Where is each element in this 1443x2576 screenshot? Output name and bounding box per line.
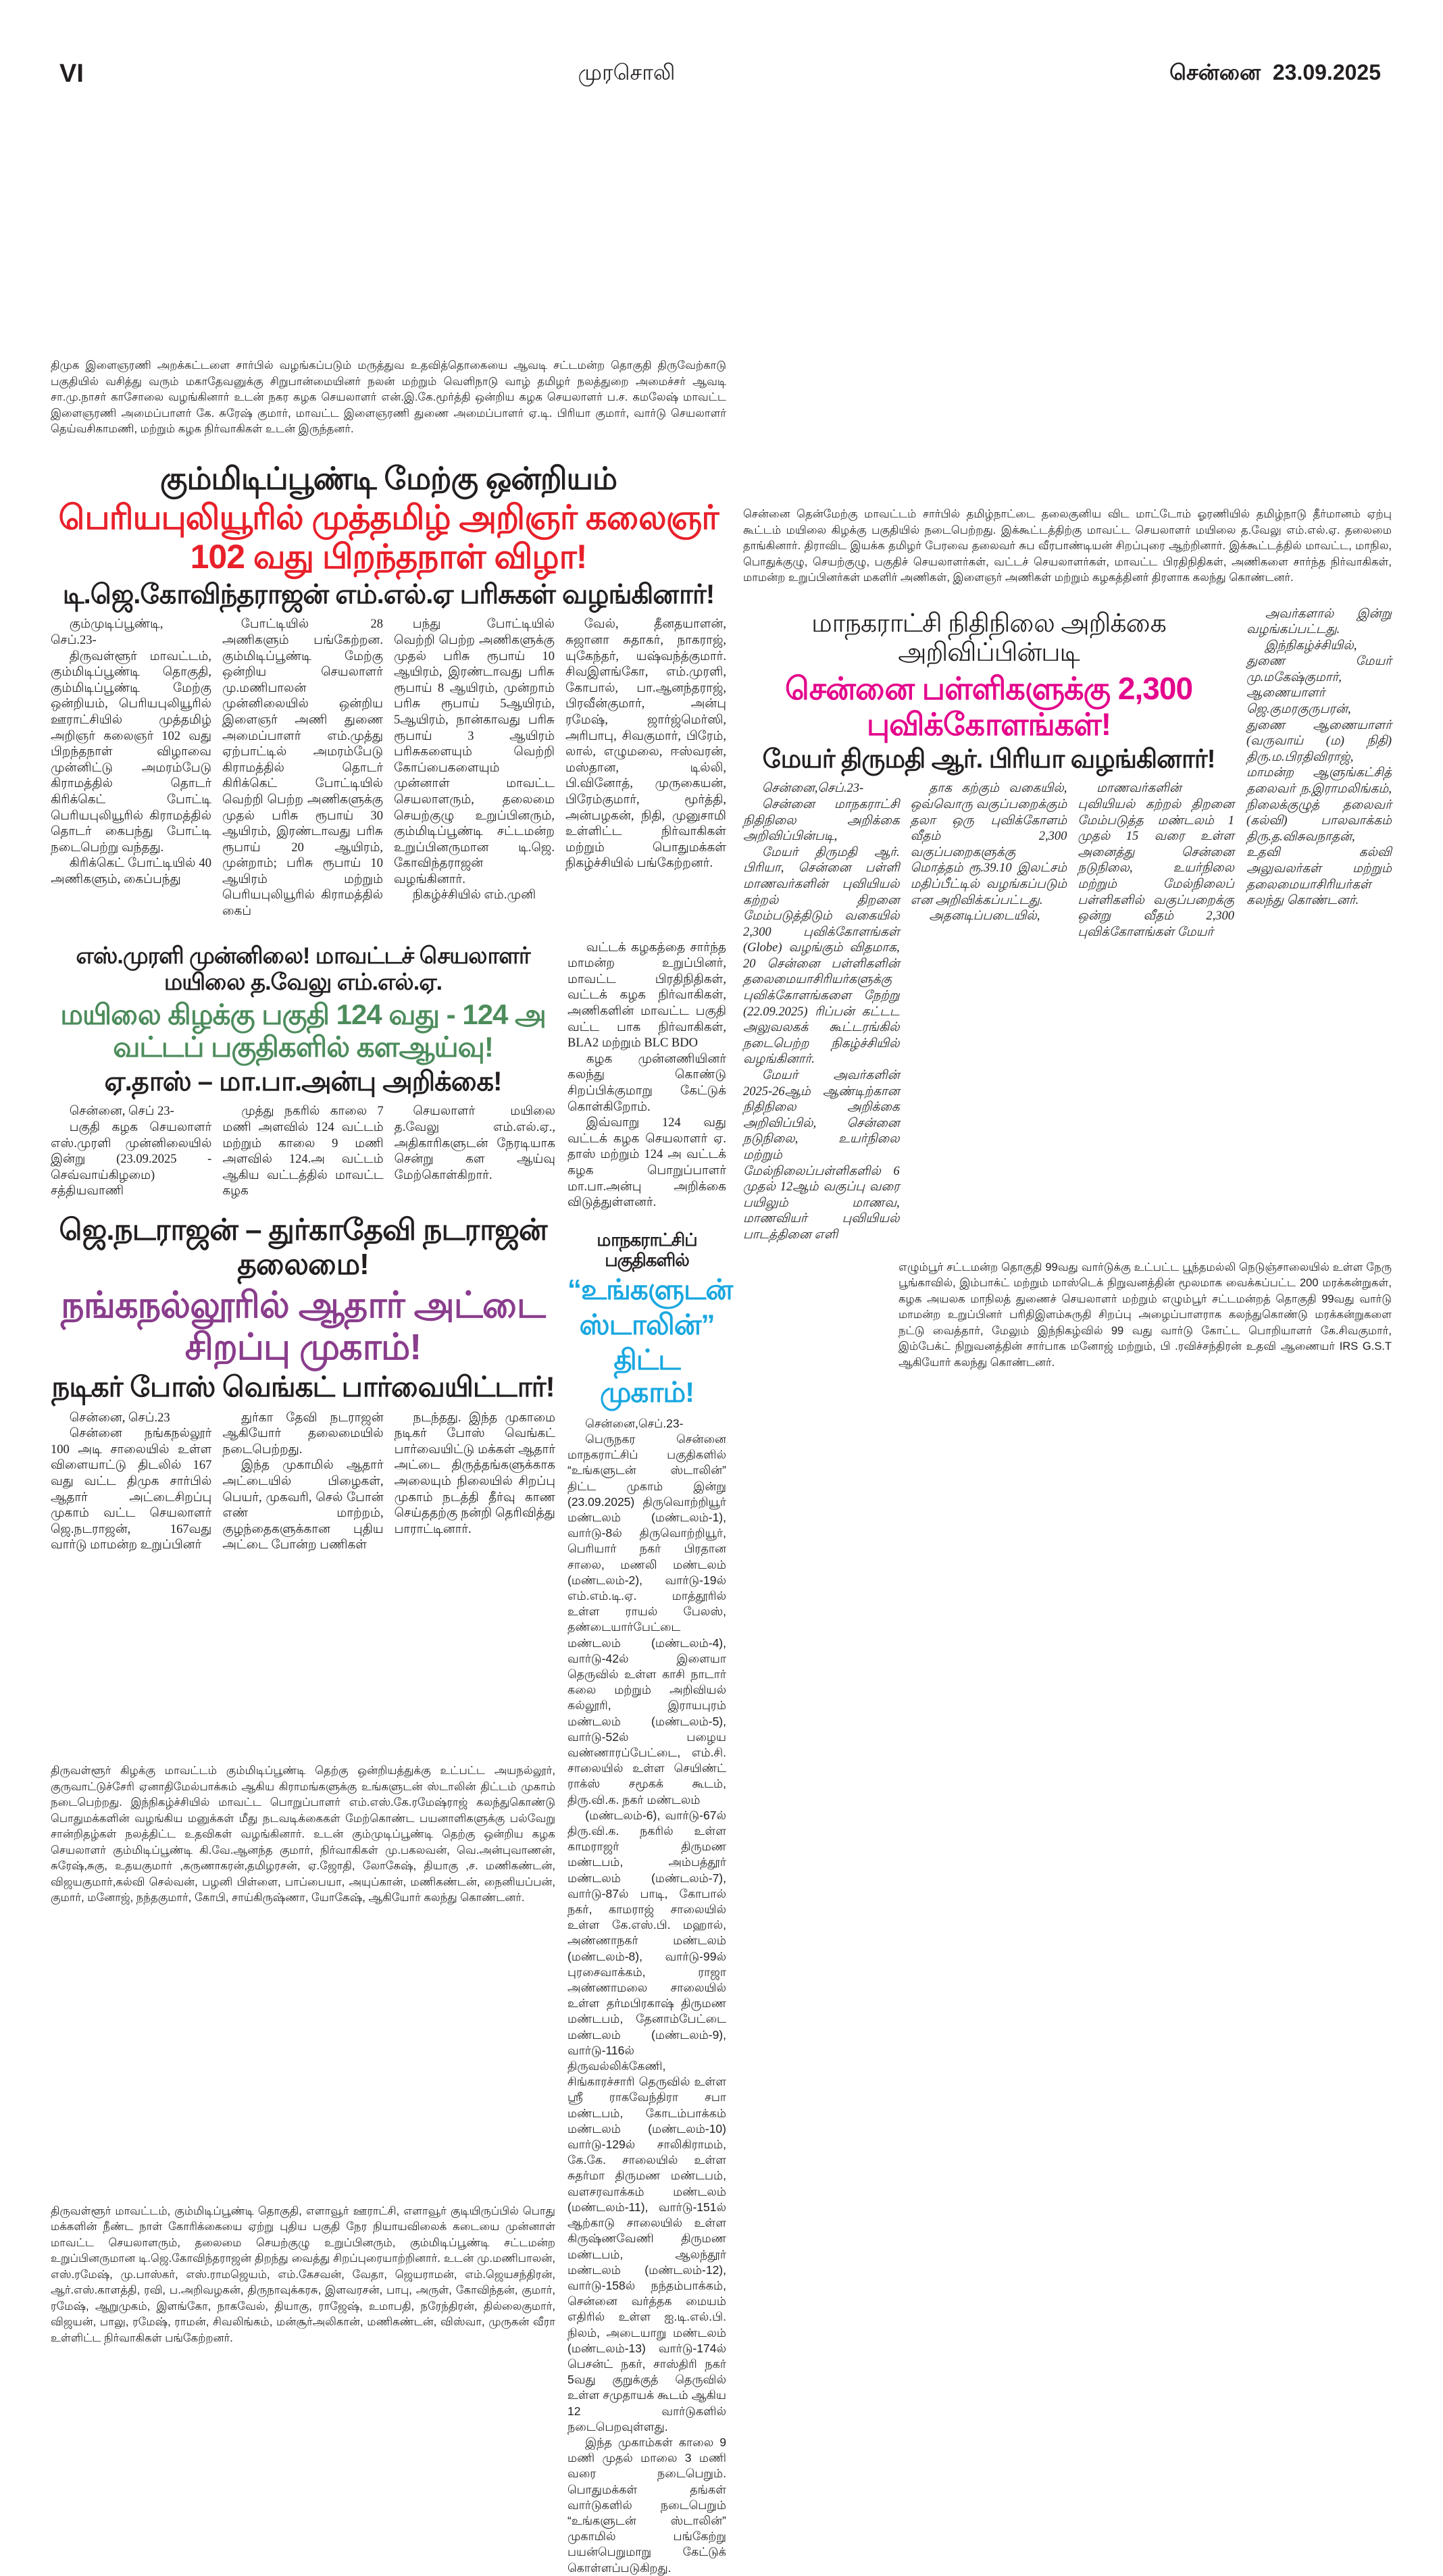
paragraph: இந்நிகழ்ச்சியில், துணை மேயர் மு.மகேஷ்கும… (1246, 638, 1392, 908)
paragraph: சென்னை,செப்.23- (585, 1416, 684, 1430)
paragraph: திருவள்ளூர் மாவட்டம், கும்மிடிப்பூண்டி த… (51, 649, 211, 855)
paragraph: அவர்களால் இன்று வழங்கப்பட்டது. (1246, 607, 1392, 637)
paragraph: இந்த முகாம்கள் காலை 9 மணி முதல் மாலை 3 ம… (567, 2435, 726, 2575)
paragraph: பெருநகர சென்னை மாநகராட்சிப் பகுதிகளில் “… (567, 1432, 726, 1807)
paragraph: சென்னை, செப்.23 (69, 1411, 170, 1425)
story3: ஜெ.நடராஜன் – துர்காதேவி நடராஜன் தலைமை! ந… (51, 1211, 555, 1554)
paragraph: தாக கற்கும் வகையில், ஒவ்வொரு வகுப்பறைக்க… (910, 782, 1067, 907)
city: சென்னை (1169, 59, 1261, 84)
paragraph: மேயர் திருமதி ஆர். பிரியா, சென்னை பள்ளி … (743, 845, 900, 1067)
paragraph: பகுதி கழக செயலாளர் எஸ்.முரளி முன்னிலையில… (51, 1121, 212, 1198)
photo-caption: திருவள்ளூர் கிழக்கு மாவட்டம் கும்மிடிப்ப… (51, 1765, 555, 1904)
story5-kicker: மாநகராட்சி நிதிநிலை அறிக்கை அறிவிப்பின்ப… (811, 609, 1167, 667)
photo-caption: திமுக இளைஞரணி அறக்கட்டளை சார்பில் வழங்கப… (51, 359, 726, 435)
story2-kicker: எஸ்.முரளி முன்னிலை! மாவட்டச் செயலாளர் மய… (76, 942, 530, 995)
paragraph: இவ்வாறு 124 வது வட்டக் கழக செயலாளர் ஏ. த… (567, 1116, 726, 1210)
paragraph: மேயர் அவர்களின் 2025-26ஆம் ஆண்டிற்கான நி… (743, 1069, 900, 1242)
story3-column: சென்னை, செப்.23 சென்னை நங்கநல்லூர் 100 அட… (51, 1411, 211, 1554)
story5-column: தாக கற்கும் வகையில், ஒவ்வொரு வகுப்பறைக்க… (911, 781, 1067, 924)
paragraph: நிகழ்ச்சியில் எம்.முனி (412, 888, 536, 903)
photo (51, 1913, 555, 2197)
story3-subheadline: நடிகர் போஸ் வெங்கட் பார்வையிட்டார்! (51, 1371, 555, 1403)
story4-headline-line1: “உங்களுடன் (567, 1273, 733, 1305)
paragraph: சென்னை மாநகராட்சி நிதிநிலை அறிக்கை அறிவி… (743, 797, 900, 844)
story2-headline: மயிலை கிழக்கு பகுதி 124 வது - 124 அ வட்ட… (60, 998, 547, 1063)
story5-column: சென்னை,செப்.23-சென்னை மாநகராட்சி நிதிநில… (743, 781, 900, 1243)
photo-caption: எழும்பூர் சட்டமன்ற தொகுதி 99வது வார்டுக்… (898, 1261, 1392, 1369)
photo (51, 1554, 555, 1757)
paragraph: போட்டியில் 28 அணிகளும் பங்கேற்றன. கும்மி… (222, 617, 383, 919)
story1-subheadline: டி.ஜெ.கோவிந்தராஜன் எம்.எல்.ஏ பரிசுகள் வழ… (62, 580, 715, 610)
paragraph: பந்து போட்டியில் வெற்றி பெற்ற அணிகளுக்கு… (394, 617, 555, 886)
story4-kicker: மாநகராட்சிப் பகுதிகளில் (597, 1229, 697, 1270)
paragraph: வட்டக் கழகத்தை சார்ந்த மாமன்ற உறுப்பினர்… (567, 940, 726, 1051)
story1-column: வேல், தீனதயாளன், சுஜானா சுதாகர், நாகராஜ்… (565, 617, 726, 872)
page-header: VI முரசொலி சென்னை 23.09.2025 (59, 57, 1381, 91)
right-half: சென்னை தென்மேற்கு மாவட்டம் சார்பில் தமிழ… (743, 95, 1392, 1378)
paragraph: (மண்டலம்-6), வார்டு-67ல் திரு.வி.க. நகரி… (567, 1808, 726, 2433)
story5-column: அவர்களால் இன்று வழங்கப்பட்டது.இந்நிகழ்ச்… (1246, 607, 1392, 909)
photo-caption: சென்னை தென்மேற்கு மாவட்டம் சார்பில் தமிழ… (743, 508, 1392, 584)
story1-headline: பெரியபுலியூரில் முத்தமிழ் அறிஞர் கலைஞர் … (58, 499, 719, 576)
story2-subheadline: ஏ.தாஸ் – மா.பா.அன்பு அறிக்கை! (104, 1067, 503, 1097)
story4: மாநகராட்சிப் பகுதிகளில் “உங்களுடன் ஸ்டால… (567, 1228, 733, 2576)
story3-headline: நங்கநல்லூரில் ஆதார் அட்டை சிறப்பு முகாம்… (61, 1285, 546, 1368)
paragraph: துர்கா தேவி நடராஜன் ஆகியோர் தலைமையில் நட… (222, 1411, 384, 1457)
story5: மாநகராட்சி நிதிநிலை அறிக்கை அறிவிப்பின்ப… (743, 607, 1392, 1244)
story1-column: பந்து போட்டியில் வெற்றி பெற்ற அணிகளுக்கு… (394, 617, 555, 904)
photo-caption: திருவள்ளூர் மாவட்டம், கும்மிடிப்பூண்டி த… (51, 2204, 555, 2344)
story4-column: சென்னை,செப்.23- பெருநகர சென்னை மாநகராட்சி… (567, 1416, 726, 2576)
paragraph: கும்முடிப்பூண்டி, செப்.23- (51, 617, 163, 647)
masthead-title: முரசொலி (578, 59, 676, 84)
paragraph: கழக முன்னணியினர் கலந்து கொண்டு சிறப்பிக்… (567, 1052, 726, 1114)
paragraph: சென்னை நங்கநல்லூர் 100 அடி சாலையில் உள்ள… (51, 1427, 212, 1552)
story1-kicker: கும்மிடிப்பூண்டி மேற்கு ஒன்றியம் (159, 460, 617, 496)
paragraph: நடந்தது. இந்த முகாமை நடிகர் போஸ் வெங்கட்… (394, 1411, 555, 1536)
story3-column: நடந்தது. இந்த முகாமை நடிகர் போஸ் வெங்கட்… (395, 1411, 555, 1538)
paragraph: மாணவர்களின் புவியியல் கற்றல் திறனை மேம்ப… (1078, 782, 1234, 939)
paragraph: கிரிக்கெட் போட்டியில் 40 அணிகளும், கைப்ப… (51, 857, 211, 886)
story2: எஸ்.முரளி முன்னிலை! மாவட்டச் செயலாளர் மய… (51, 940, 555, 1200)
paragraph: செயலாளர் மயிலை த.வேலு எம்.எல்.ஏ., அதிகார… (394, 1105, 555, 1182)
paragraph: சென்னை, செப் 23- (69, 1105, 174, 1119)
left-half: திமுக இளைஞரணி அறக்கட்டளை சார்பில் வழங்கப… (51, 95, 733, 2576)
story3-kicker: ஜெ.நடராஜன் – துர்காதேவி நடராஜன் தலைமை! (59, 1213, 547, 1281)
paragraph: முத்து நகரில் காலை 7 மணி அளவில் 124 வட்ட… (222, 1105, 384, 1198)
story5-headline: சென்னை பள்ளிகளுக்கு 2,300 புவிக்கோளங்கள்… (784, 670, 1193, 742)
story1-column: கும்முடிப்பூண்டி, செப்.23-திருவள்ளூர் மா… (51, 617, 211, 888)
story1-column: போட்டியில் 28 அணிகளும் பங்கேற்றன. கும்மி… (222, 617, 383, 919)
story4-headline-line2: ஸ்டாலின்” (579, 1308, 715, 1340)
story4-headline-line3: திட்ட முகாம்! (599, 1344, 694, 1409)
story5-column: மாணவர்களின் புவியியல் கற்றல் திறனை மேம்ப… (1078, 781, 1234, 940)
paragraph: இந்த முகாமில் ஆதார் அட்டையில் பிழைகள், ப… (222, 1459, 384, 1552)
paragraph: வேல், தீனதயாளன், சுஜானா சுதாகர், நாகராஜ்… (565, 617, 726, 871)
page-number: VI (59, 59, 84, 88)
story1: கும்மிடிப்பூண்டி மேற்கு ஒன்றியம் பெரியபு… (51, 458, 726, 920)
story2-column: செயலாளர் மயிலை த.வேலு எம்.எல்.ஏ., அதிகார… (395, 1104, 555, 1184)
paragraph: சென்னை,செப்.23- (761, 782, 864, 796)
story2-column: வட்டக் கழகத்தை சார்ந்த மாமன்ற உறுப்பினர்… (567, 940, 726, 1211)
story2-column: சென்னை, செப் 23- பகுதி கழக செயலாளர் எஸ்.ம… (51, 1104, 211, 1200)
dateline: சென்னை 23.09.2025 (1169, 60, 1381, 88)
date: 23.09.2025 (1272, 59, 1381, 84)
paragraph: அதனடிப்படையில், (929, 909, 1040, 924)
story2-column: முத்து நகரில் காலை 7 மணி அளவில் 124 வட்ட… (222, 1104, 383, 1200)
photo (743, 95, 1392, 500)
photo (51, 95, 726, 351)
story3-column: துர்கா தேவி நடராஜன் ஆகியோர் தலைமையில் நட… (222, 1411, 383, 1554)
story5-subheadline: மேயர் திருமதி ஆர். பிரியா வழங்கினார்! (762, 744, 1216, 774)
